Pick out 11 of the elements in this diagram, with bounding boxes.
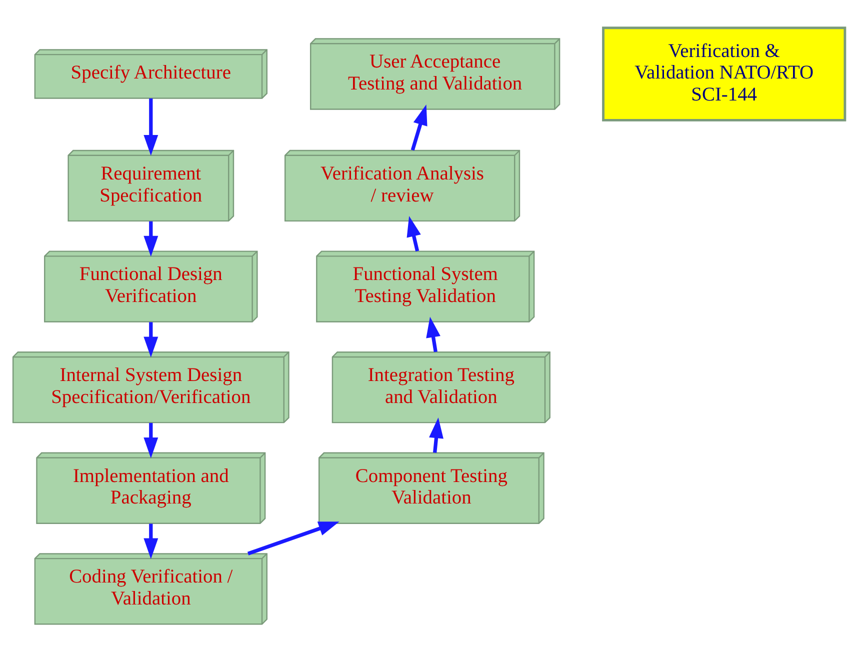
arrow	[247, 521, 340, 555]
arrow	[410, 104, 428, 150]
arrow	[426, 316, 440, 352]
arrow	[406, 215, 421, 252]
arrow	[144, 422, 158, 458]
arrow	[144, 98, 158, 156]
arrow	[429, 416, 444, 452]
node-box: Verification & Validation NATO/RTO SCI-144	[602, 26, 846, 121]
arrow	[144, 523, 158, 558]
arrow	[144, 322, 158, 357]
arrow	[144, 220, 158, 256]
